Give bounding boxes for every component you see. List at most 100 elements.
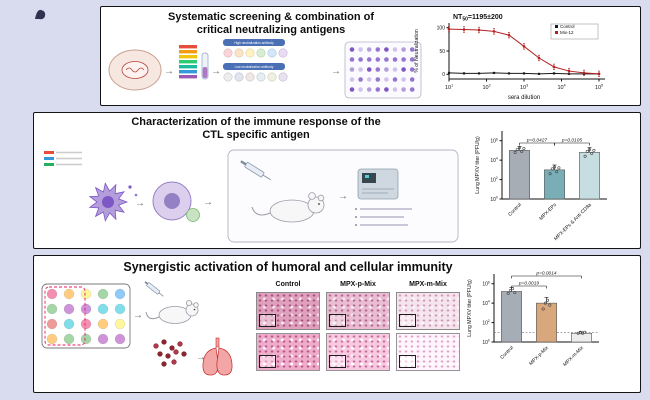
test-tube-icon [201,52,209,80]
svg-text:Lung MPXV titer (PFU/g): Lung MPXV titer (PFU/g) [475,136,481,194]
svg-text:105: 105 [595,84,603,91]
histology-image [326,333,390,371]
svg-text:100: 100 [482,339,490,346]
screening-rows: High neutralization antibody Low neutral… [223,39,288,82]
inset-box [259,355,276,368]
high-neutralization-label: High neutralization antibody [234,41,274,45]
inset-box [399,355,416,368]
svg-text:100: 100 [437,25,446,31]
histology-image [256,333,320,371]
panel3-title-line1: Synergistic activation of humoral and ce… [123,260,453,274]
histology-column-pmix: MPX-p-Mix [326,280,390,371]
histology-grid: Control MPX-p-Mix MPX-m-Mix [256,280,460,371]
histology-column-mmix: MPX-m-Mix [396,280,460,371]
histology-label: MPX-p-Mix [340,281,376,288]
histology-image [256,292,320,330]
panel-ctl-response: Characterization of the immune response … [33,112,641,249]
svg-text:102: 102 [482,319,490,326]
histology-image [396,333,460,371]
immune-response-schematic: → → [44,149,459,243]
svg-text:106: 106 [482,280,490,287]
svg-text:Control: Control [499,345,515,361]
neutralization-line-chart: 0 50 100 101 102 103 104 105 sera dilution % of N… [414,14,605,101]
panel2-title-line1: Characterization of the immune response … [131,116,381,128]
arrow-icon: → [133,310,143,321]
svg-text:101: 101 [445,84,453,91]
inset-box [329,355,346,368]
panel2-title: Characterization of the immune response … [76,116,436,142]
inset-box [259,314,276,327]
mouse-icon [145,299,199,324]
svg-text:sera dilution: sera dilution [508,95,540,101]
inset-box [399,314,416,327]
svg-text:Lung MPXV titer (PFU/g): Lung MPXV titer (PFU/g) [467,279,473,337]
panel3-title: Synergistic activation of humoral and ce… [48,260,528,275]
svg-text:100: 100 [490,196,498,203]
svg-text:Mix-12: Mix-12 [560,30,574,35]
svg-text:0: 0 [442,72,445,78]
antigen-legend [44,151,82,166]
panel1-title-line2: critical neutralizing antigens [196,23,346,36]
arrow-icon: → [331,66,341,77]
svg-text:103: 103 [520,84,528,91]
panel-screening: Systematic screening & combination of cr… [100,6,641,106]
panel2-title-line2: CTL specific antigen [202,128,310,141]
histology-label: MPX-m-Mix [409,281,447,288]
syringe-icon [144,281,164,297]
histology-image [396,292,460,330]
svg-text:50: 50 [439,49,445,55]
svg-text:NT50=1195±200: NT50=1195±200 [453,14,503,23]
svg-text:104: 104 [557,84,565,91]
antigen-wells-box [41,283,131,349]
synergy-schematic: → → [41,281,233,376]
panel1-title: Systematic screening & combination of cr… [121,11,421,37]
virus-particles-icon [153,339,187,367]
antigen-dot [128,185,132,189]
low-wells-row [223,72,288,82]
arrow-icon: → [135,198,145,209]
lung-titer-bar-chart-synergy: 100 102 104 106 Lung MPXV titer (PFU/g) Contr… [467,271,599,368]
svg-text:MPX-EPs & Anti CD8a: MPX-EPs & Anti CD8a [553,202,593,242]
antigen-dot [134,193,138,197]
low-label-pill [223,63,285,70]
high-wells-row [223,48,288,58]
flow-cytometer-icon [357,168,399,200]
svg-text:MPX-p-Mix: MPX-p-Mix [528,345,550,367]
screening-workflow-schematic: → → High neutralization antibody [108,39,422,99]
histology-image [326,292,390,330]
histology-column-control: Control [256,280,320,371]
svg-text:102: 102 [482,84,490,91]
mouse-icon [251,192,325,223]
svg-text:Control: Control [507,202,523,218]
readout-list [355,208,412,226]
svg-text:p=0.0019: p=0.0019 [518,281,539,287]
lung-icon [202,337,233,376]
corner-logo-mark [35,9,46,20]
selection-dashed-box [44,286,86,346]
t-cell-icon [152,181,200,222]
svg-text:102: 102 [490,176,498,183]
svg-text:p=0.0014: p=0.0014 [535,271,556,277]
panel1-title-line1: Systematic screening & combination of [168,11,374,23]
svg-text:% of Neutralization: % of Neutralization [414,29,420,73]
svg-text:p=0.0105: p=0.0105 [561,138,582,144]
svg-text:104: 104 [490,157,498,164]
svg-text:MPX-m-Mix: MPX-m-Mix [562,345,585,368]
svg-text:106: 106 [490,137,498,144]
histology-label: Control [275,281,301,288]
antigen-list-icon [179,45,197,79]
svg-text:104: 104 [482,300,490,307]
low-neutralization-label: Low neutralization antibody [235,65,274,69]
lung-titer-bar-chart-ctl: 100 102 104 106 Lung MPXV titer (PFU/g) Contr… [475,131,607,242]
high-label-pill [223,39,285,46]
syringe-icon [240,160,271,181]
panel-synergy: Synergistic activation of humoral and ce… [33,255,641,393]
dendritic-cell-icon [88,182,129,222]
svg-text:p=0.0427: p=0.0427 [526,138,547,144]
arrow-icon: → [211,66,221,77]
inset-box [329,314,346,327]
arrow-icon: → [196,352,206,363]
arrow-icon: → [164,66,174,77]
elisa-plate-icon [344,41,422,99]
